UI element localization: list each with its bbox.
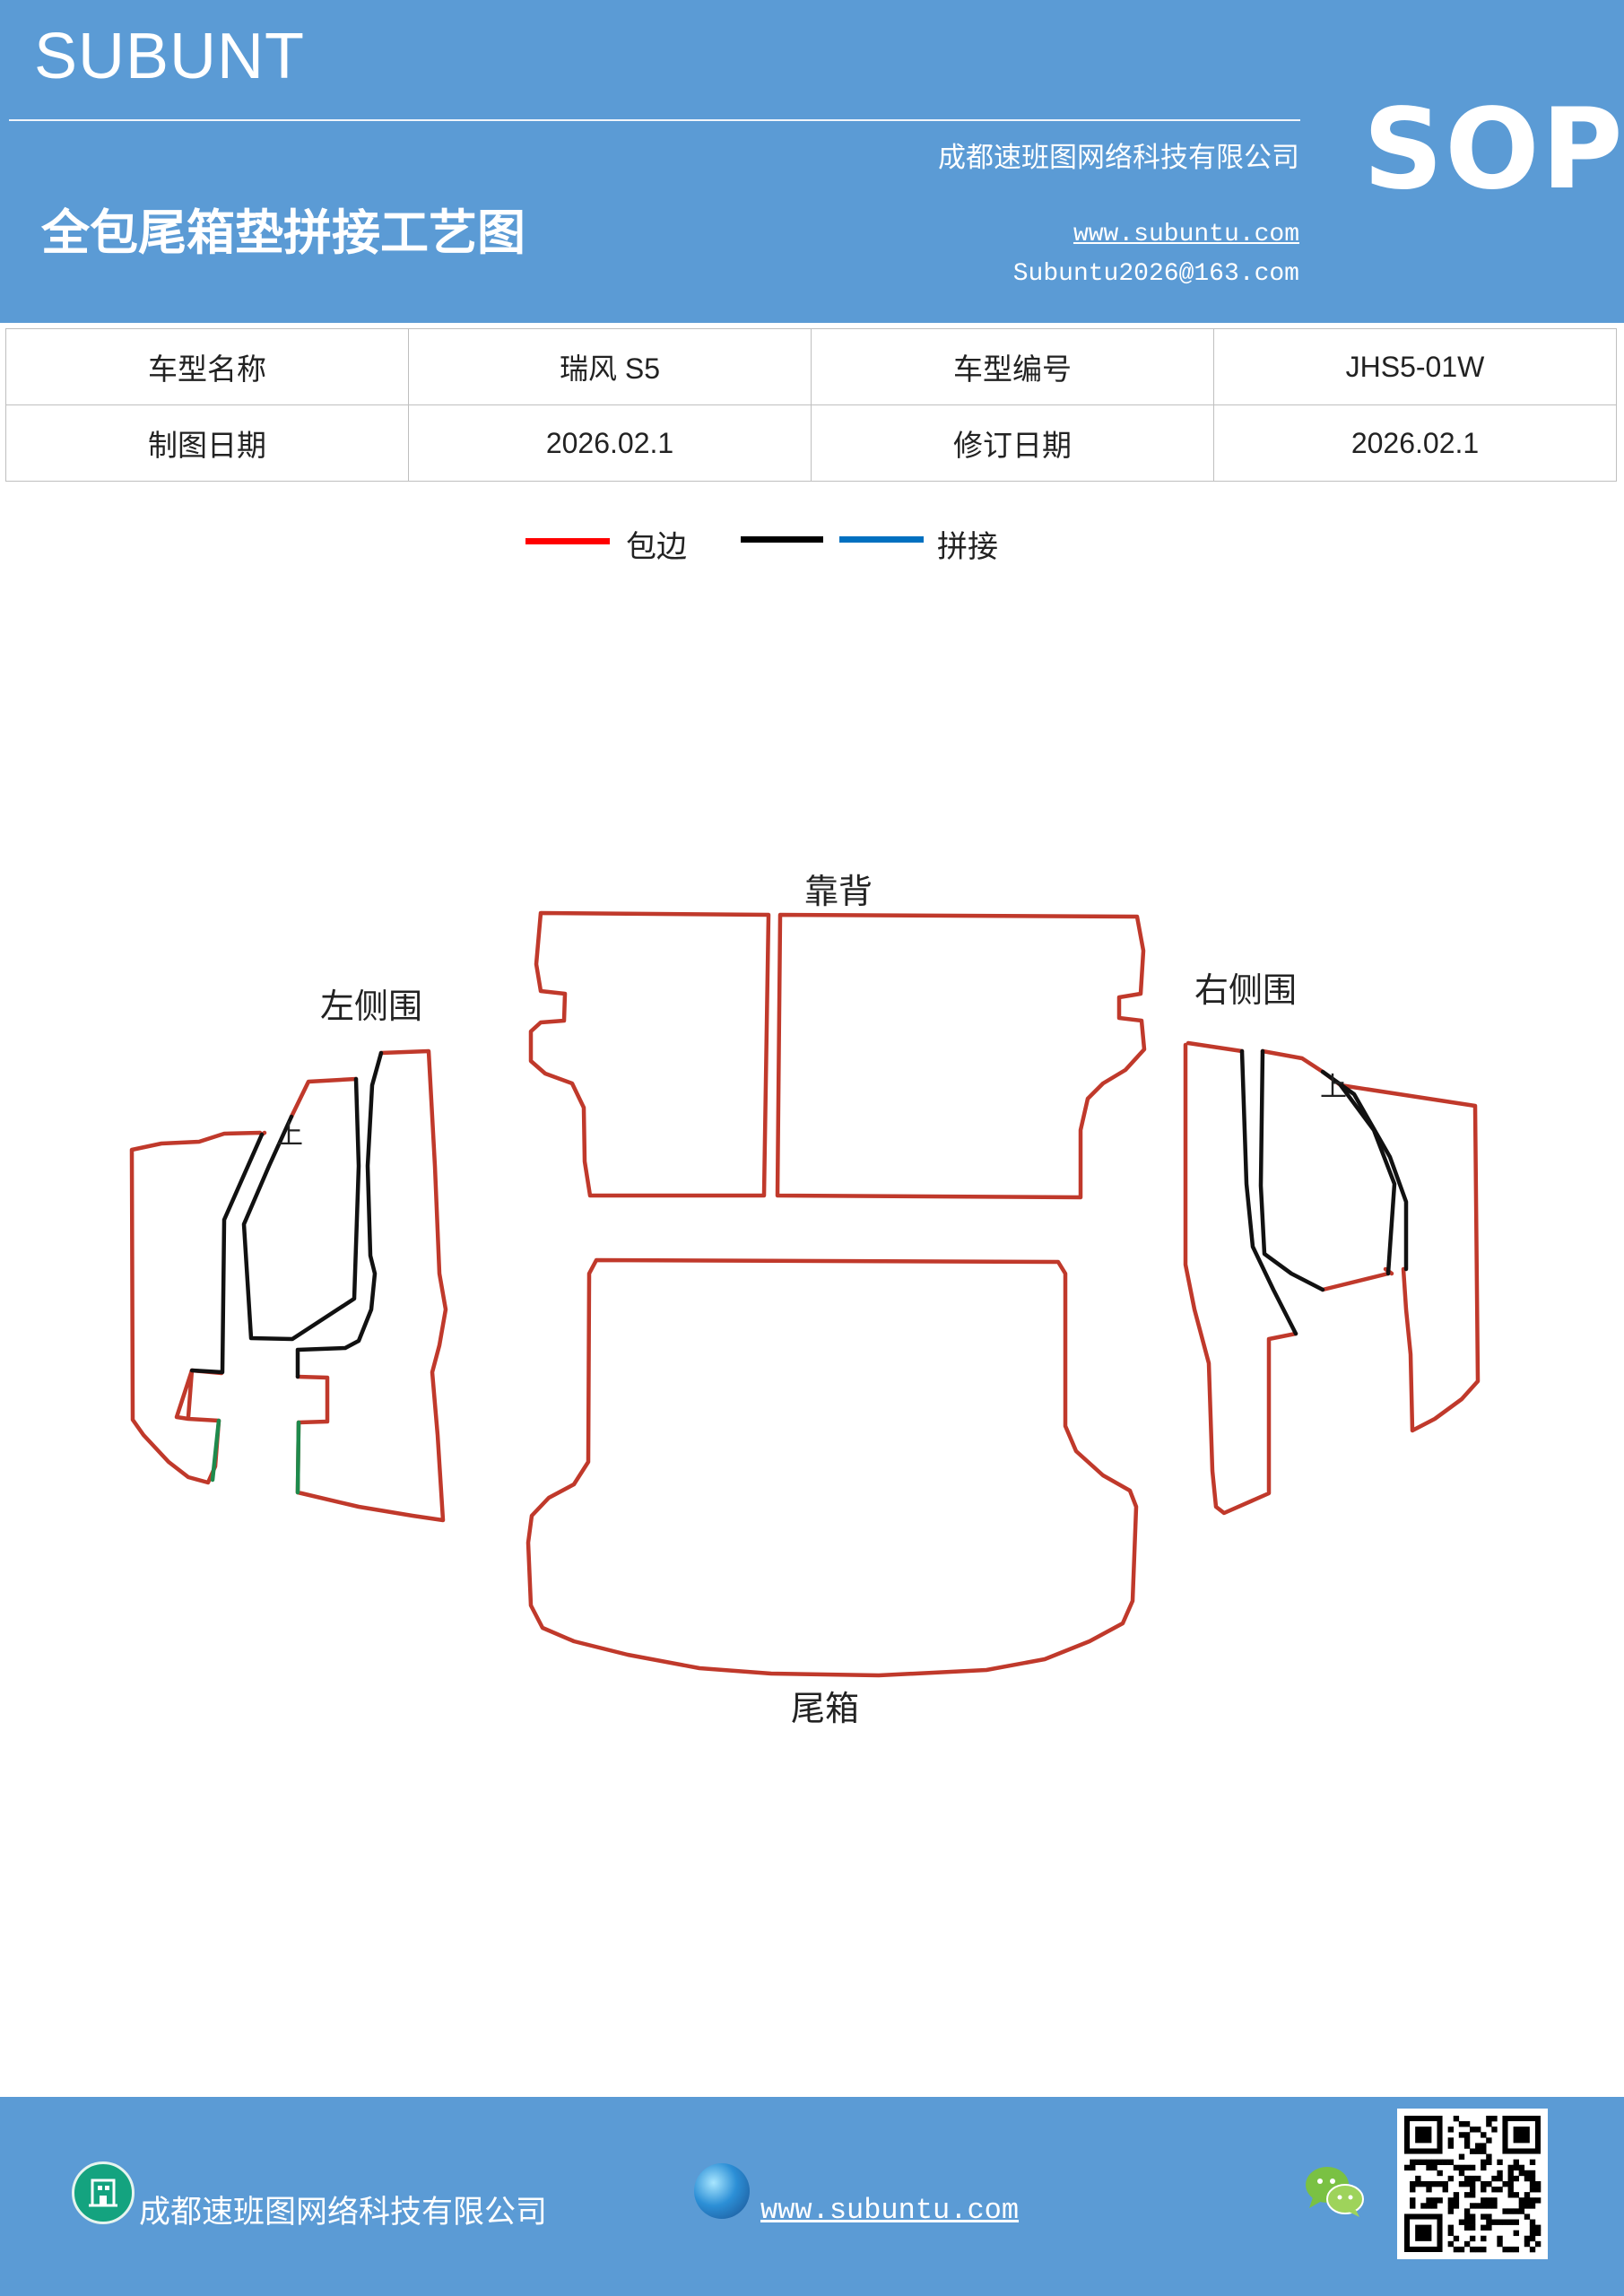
- revise-date-label: 修订日期: [811, 404, 1214, 482]
- label-trunk: 尾箱: [791, 1689, 859, 1728]
- header-divider: [9, 119, 1300, 121]
- info-table: 车型名称 瑞风 S5 车型编号 JHS5-01W 制图日期 2026.02.1 …: [5, 328, 1617, 482]
- footer-website-link[interactable]: www.subuntu.com: [760, 2194, 1020, 2227]
- header-banner: SUBUNT 成都速班图网络科技有限公司 全包尾箱垫拼接工艺图 www.subu…: [0, 0, 1624, 323]
- label-right-side: 右侧围: [1194, 970, 1297, 1010]
- page-title: 全包尾箱垫拼接工艺图: [41, 204, 525, 261]
- draw-date-value: 2026.02.1: [408, 404, 812, 482]
- legend-label-edge: 包边: [626, 529, 687, 565]
- label-left-side: 左侧围: [320, 987, 422, 1026]
- right-seam-outer: [1239, 1048, 1298, 1336]
- model-name-value: 瑞风 S5: [408, 328, 812, 405]
- header-email: Subuntu2026@163.com: [1012, 260, 1299, 288]
- legend-label-joint: 拼接: [937, 529, 998, 565]
- legend-swatch-seam: [741, 536, 823, 543]
- right-seam-inner: [1258, 1048, 1325, 1292]
- left-joint-a: [210, 1418, 221, 1483]
- right-seam-top: [1338, 1083, 1397, 1276]
- model-code-value: JHS5-01W: [1213, 328, 1617, 405]
- draw-date-label: 制图日期: [5, 404, 409, 482]
- trunk-panel: [525, 1257, 1139, 1678]
- legend-swatch-edge: [525, 538, 610, 544]
- diagram-seam-group: [189, 1048, 1409, 1379]
- left-seam-inner: [241, 1076, 361, 1342]
- up-mark-left: 上: [276, 1119, 303, 1151]
- header-company: 成都速班图网络科技有限公司: [938, 142, 1299, 174]
- left-seam-right: [295, 1050, 384, 1379]
- sop-badge: SOP: [1363, 85, 1624, 214]
- globe-icon: [694, 2163, 750, 2219]
- right-seam-edge: [1320, 1069, 1409, 1272]
- model-code-label: 车型编号: [811, 328, 1214, 405]
- qr-code: [1397, 2109, 1548, 2259]
- table-row: 车型名称 瑞风 S5 车型编号 JHS5-01W: [5, 328, 1617, 405]
- legend: 包边 拼接: [0, 520, 1624, 574]
- header-website-link[interactable]: www.subuntu.com: [1073, 221, 1299, 248]
- model-name-label: 车型名称: [5, 328, 409, 405]
- backrest-right-panel: [775, 912, 1147, 1200]
- legend-swatch-joint: [839, 536, 924, 543]
- table-row: 制图日期 2026.02.1 修订日期 2026.02.1: [5, 404, 1617, 482]
- footer-company: 成都速班图网络科技有限公司: [139, 2195, 548, 2231]
- backrest-left-panel: [528, 910, 771, 1198]
- left-joint-b: [295, 1420, 301, 1495]
- right-side-panel: [1183, 1040, 1481, 1516]
- building-icon: [72, 2161, 135, 2224]
- revise-date-value: 2026.02.1: [1213, 404, 1617, 482]
- up-mark-right: 上: [1320, 1072, 1347, 1103]
- diagram-joint-group: [210, 1418, 301, 1495]
- brand-name: SUBUNT: [34, 21, 306, 92]
- left-seam-outer: [189, 1132, 265, 1375]
- label-backrest: 靠背: [804, 872, 873, 911]
- footer-banner: 成都速班图网络科技有限公司 www.subuntu.com: [0, 2097, 1624, 2296]
- mat-diagram: 靠背 左侧围 右侧围 尾箱 上 上: [129, 872, 1481, 1728]
- wechat-icon[interactable]: [1302, 2161, 1367, 2221]
